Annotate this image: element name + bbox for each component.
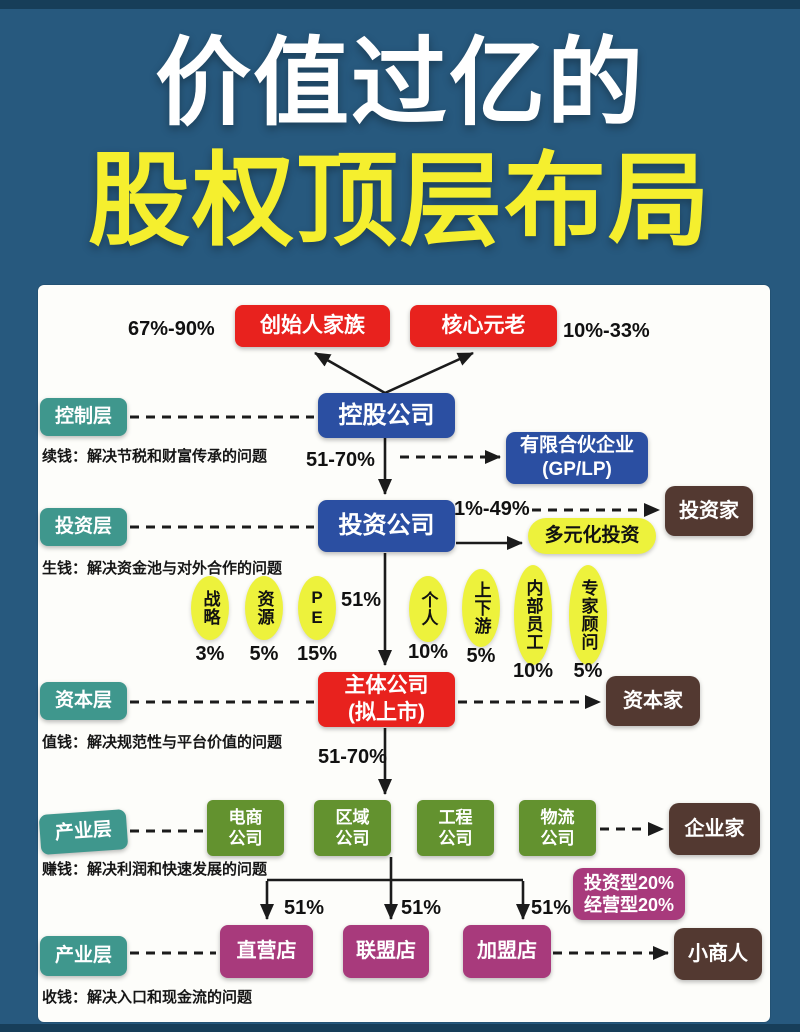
investor-persona-box: 投资家 xyxy=(665,486,753,536)
investment-company-box: 投资公司 xyxy=(318,500,455,552)
layer-badge-capital: 资本层 xyxy=(40,682,127,720)
store-direct-box: 直营店 xyxy=(220,925,313,978)
founder-family-box: 创始人家族 xyxy=(235,305,390,347)
merchant-persona-box: 小商人 xyxy=(674,928,762,980)
holding-share-label: 51-70% xyxy=(306,449,375,471)
layer-badge-industry: 产业层 xyxy=(38,809,129,855)
layer-badge-stores: 产业层 xyxy=(40,936,127,976)
shareholder-pe-pct: 15% xyxy=(296,643,338,665)
invest-down-share-label: 51% xyxy=(341,589,382,611)
shareholder-individual-label: 个人 xyxy=(418,591,438,627)
main-company-box: 主体公司 (拟上市) xyxy=(318,672,455,727)
top-edge-strip xyxy=(0,0,800,9)
layer-badge-invest: 投资层 xyxy=(40,508,127,546)
company-engineering-box: 工程公司 xyxy=(417,800,494,856)
entrepreneur-persona-box: 企业家 xyxy=(669,803,760,855)
control-caption: 续钱：解决节税和财富传承的问题 xyxy=(42,448,268,465)
core-share-label: 10%-33% xyxy=(563,320,650,342)
shareholder-resource-label: 资源 xyxy=(254,590,274,626)
stores-caption: 收钱：解决入口和现金流的问题 xyxy=(42,989,253,1006)
shareholder-strategy-pct: 3% xyxy=(195,643,225,665)
store-franchise-pct: 51% xyxy=(531,897,572,919)
shareholder-individual: 个人 xyxy=(409,576,447,642)
capital-down-share-label: 51-70% xyxy=(318,746,387,768)
capitalist-persona-box: 资本家 xyxy=(606,676,700,726)
layer-badge-control: 控制层 xyxy=(40,398,127,436)
ratio-note-line2: 经营型20% xyxy=(583,895,675,915)
main-company-line1: 主体公司 xyxy=(344,674,429,698)
ratio-note-box: 投资型20% 经营型20% xyxy=(573,868,685,920)
main-title-line1: 价值过亿的 xyxy=(155,30,645,137)
shareholder-advisors-pct: 5% xyxy=(573,660,603,682)
store-direct-pct: 51% xyxy=(284,897,325,919)
shareholder-advisors-label: 专家顾问 xyxy=(578,579,598,651)
company-regional-label: 区域公司 xyxy=(335,807,370,848)
company-ecommerce-box: 电商公司 xyxy=(207,800,284,856)
capital-caption: 值钱：解决规范性与平台价值的问题 xyxy=(42,734,283,751)
shareholder-resource-pct: 5% xyxy=(249,643,279,665)
company-regional-box: 区域公司 xyxy=(314,800,391,856)
shareholder-strategy-label: 战略 xyxy=(200,590,220,626)
shareholder-advisors: 专家顾问 xyxy=(569,565,607,665)
company-logistics-box: 物流公司 xyxy=(519,800,596,856)
limited-partnership-box: 有限合伙企业 (GP/LP) xyxy=(506,432,648,484)
founder-share-label: 67%-90% xyxy=(128,318,215,340)
core-veterans-box: 核心元老 xyxy=(410,305,557,347)
shareholder-strategy: 战略 xyxy=(191,576,229,640)
industry-caption: 赚钱：解决利润和快速发展的问题 xyxy=(42,861,268,878)
shareholder-individual-pct: 10% xyxy=(407,641,449,663)
holding-company-box: 控股公司 xyxy=(318,393,455,438)
ratio-note-line1: 投资型20% xyxy=(583,872,675,893)
invest-caption: 生钱：解决资金池与对外合作的问题 xyxy=(42,560,283,577)
company-engineering-label: 工程公司 xyxy=(438,807,473,848)
shareholder-updownstream: 上下游 xyxy=(462,569,500,647)
main-company-line2: (拟上市) xyxy=(348,700,425,724)
shareholder-resource: 资源 xyxy=(245,576,283,640)
company-logistics-label: 物流公司 xyxy=(540,807,575,848)
limited-partnership-line1: 有限合伙企业 xyxy=(519,435,634,457)
store-alliance-box: 联盟店 xyxy=(343,925,429,978)
shareholder-pe: PE xyxy=(298,576,336,640)
store-alliance-pct: 51% xyxy=(401,897,442,919)
limited-partnership-line2: (GP/LP) xyxy=(542,459,612,480)
company-ecommerce-label: 电商公司 xyxy=(228,807,263,848)
shareholder-employees-pct: 10% xyxy=(512,660,554,682)
bottom-edge-strip xyxy=(0,1024,800,1032)
store-franchise-box: 加盟店 xyxy=(463,925,551,978)
shareholder-updownstream-pct: 5% xyxy=(466,645,496,667)
shareholder-updownstream-label: 上下游 xyxy=(471,581,491,635)
shareholder-employees-label: 内部员工 xyxy=(523,579,543,651)
shareholder-employees: 内部员工 xyxy=(514,565,552,665)
diversified-investment-pill: 多元化投资 xyxy=(528,518,656,554)
main-title-line2: 股权顶层布局 xyxy=(88,144,712,258)
shareholder-pe-label: PE xyxy=(307,588,327,628)
invest-share-label: 1%-49% xyxy=(454,498,530,520)
